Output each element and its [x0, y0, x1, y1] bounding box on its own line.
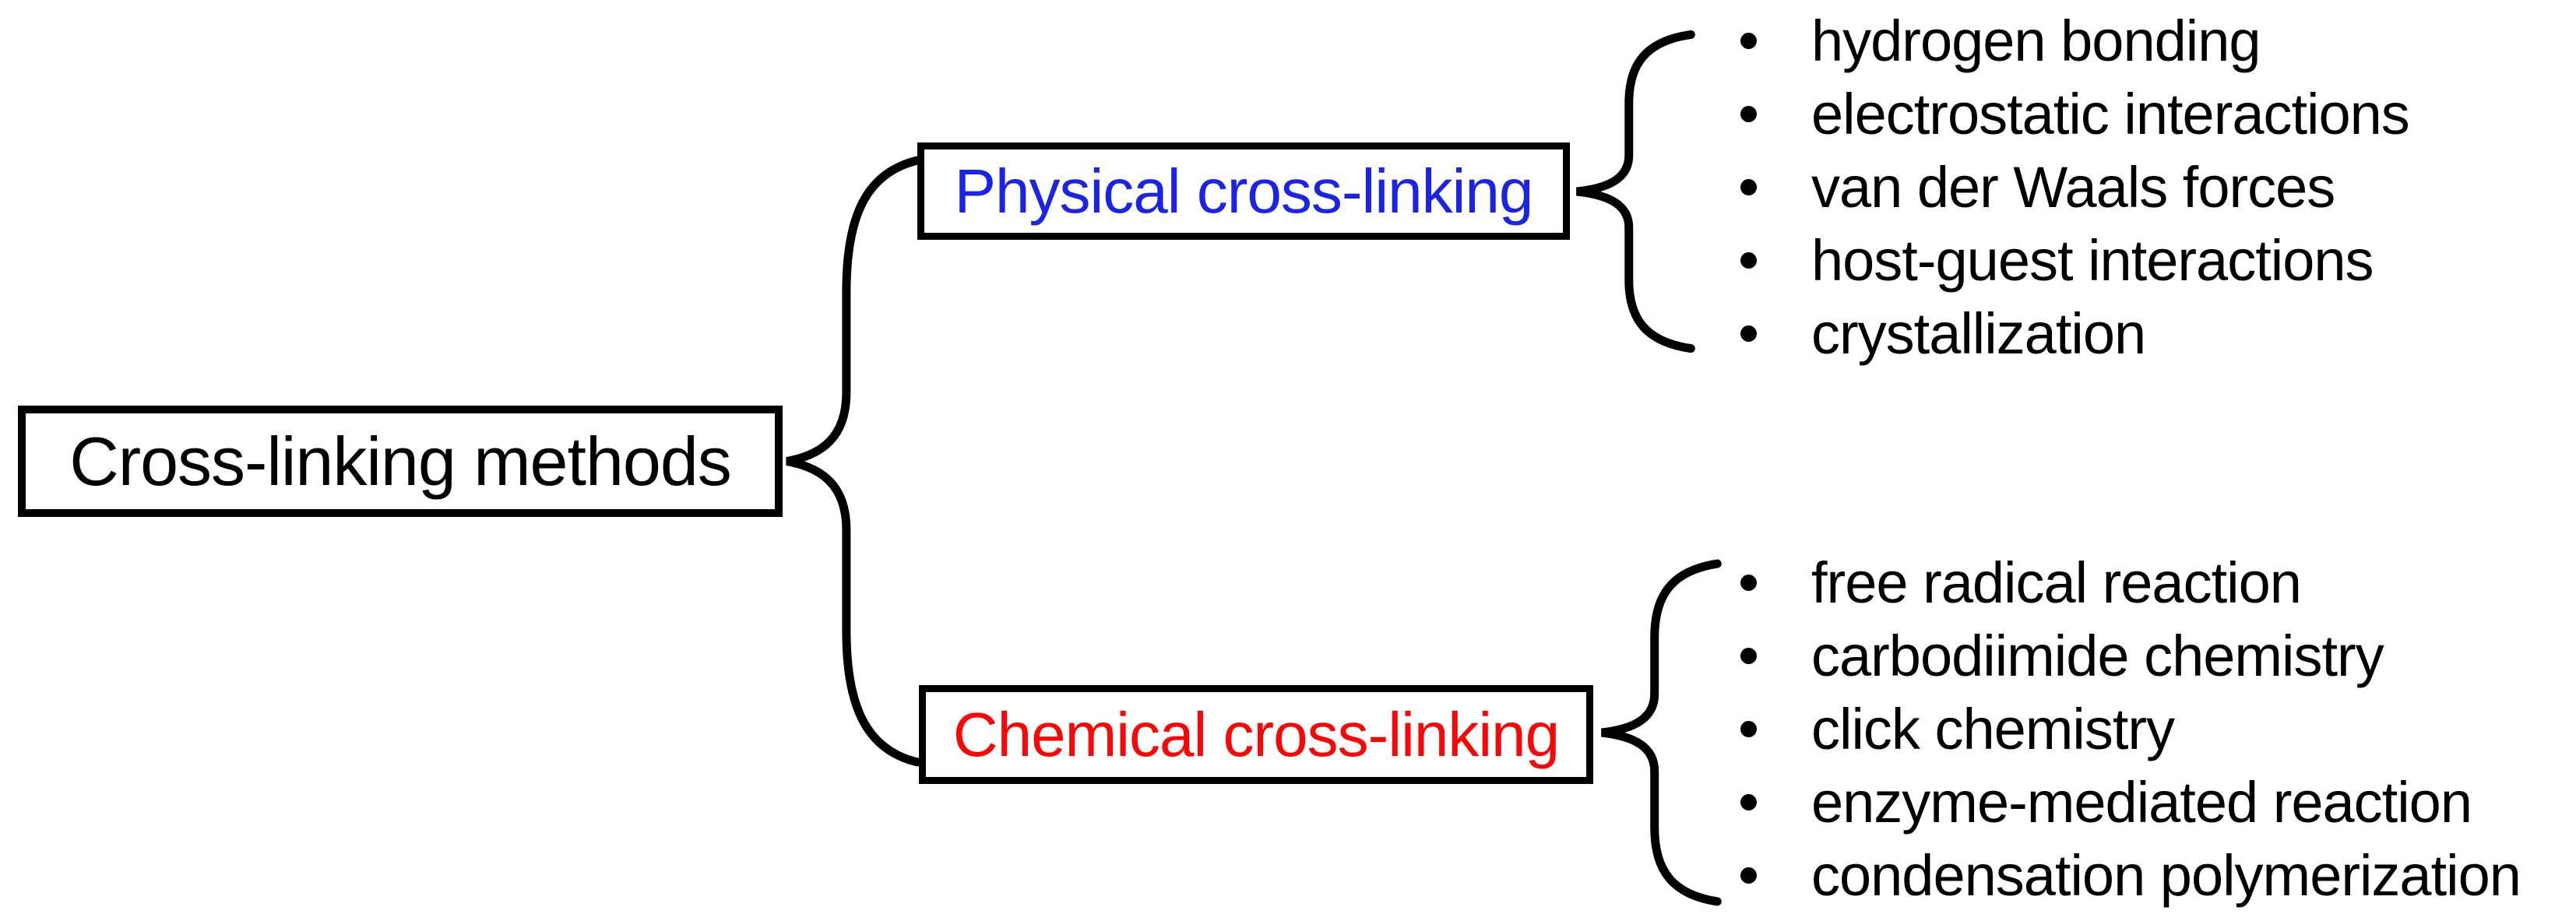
list-item: enzyme-mediated reaction — [1713, 765, 2521, 838]
list-item: carbodiimide chemistry — [1713, 619, 2521, 692]
bullet-icon — [1740, 793, 1757, 810]
list-item-label: click chemistry — [1811, 696, 2175, 761]
list-item: click chemistry — [1713, 692, 2521, 765]
bullet-icon — [1740, 325, 1757, 342]
physical-brace-icon — [1573, 28, 1694, 355]
bullet-icon — [1740, 178, 1757, 195]
list-item: free radical reaction — [1713, 546, 2521, 619]
list-item-label: host-guest interactions — [1811, 227, 2374, 293]
chemical-brace-icon — [1598, 557, 1721, 909]
chemical-node: Chemical cross-linking — [919, 685, 1593, 784]
bullet-icon — [1740, 574, 1757, 591]
list-item: electrostatic interactions — [1713, 77, 2410, 150]
root-label: Cross-linking methods — [69, 422, 732, 500]
chemical-label: Chemical cross-linking — [952, 699, 1560, 769]
list-item: condensation polymerization — [1713, 838, 2521, 912]
root-brace-icon — [783, 148, 921, 775]
bullet-icon — [1740, 251, 1757, 269]
list-item: hydrogen bonding — [1713, 4, 2409, 77]
bullet-icon — [1740, 32, 1757, 49]
list-item: crystallization — [1713, 297, 2409, 370]
list-item: van der Waals forces — [1713, 150, 2409, 223]
list-item-label: enzyme-mediated reaction — [1811, 769, 2472, 835]
list-item-label: electrostatic interactions — [1811, 81, 2410, 146]
bullet-icon — [1740, 105, 1757, 122]
list-item: host-guest interactions — [1713, 223, 2409, 297]
bullet-icon — [1740, 867, 1757, 884]
list-item-label: van der Waals forces — [1811, 154, 2335, 220]
chemical-list: free radical reaction carbodiimide chemi… — [1713, 546, 2521, 912]
bullet-icon — [1740, 647, 1757, 664]
list-item-label: hydrogen bonding — [1811, 8, 2261, 73]
list-item-label: condensation polymerization — [1811, 842, 2521, 908]
bullet-icon — [1740, 720, 1757, 737]
list-item-label: crystallization — [1811, 301, 2146, 366]
physical-label: Physical cross-linking — [954, 156, 1534, 226]
list-item-label: carbodiimide chemistry — [1811, 623, 2384, 688]
list-item-label: free radical reaction — [1811, 550, 2302, 615]
physical-list: hydrogen bonding electrostatic interacti… — [1713, 4, 2410, 370]
root-node: Cross-linking methods — [18, 406, 783, 517]
physical-node: Physical cross-linking — [917, 142, 1570, 240]
